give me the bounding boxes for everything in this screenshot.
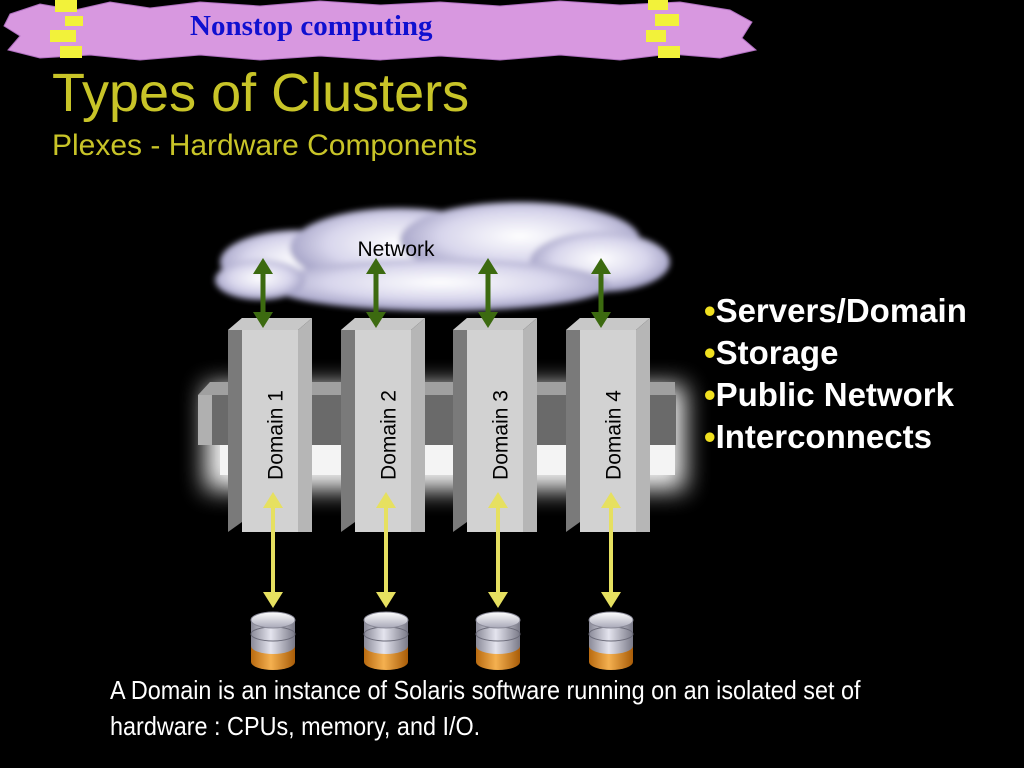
domain-tower: Domain 2: [341, 318, 425, 532]
bullet-text: Servers/Domain: [715, 292, 967, 329]
domain-label: Domain 4: [603, 390, 626, 480]
domain-tower: Domain 1: [228, 318, 312, 532]
bullet-item: •Public Network: [704, 376, 954, 413]
storage-disk-icon: [588, 611, 634, 670]
storage-link-arrow: [263, 492, 283, 608]
bullet-item: •Storage: [704, 334, 839, 371]
network-link-arrow: [478, 258, 498, 328]
bullet-text: Storage: [715, 334, 839, 371]
network-label: Network: [357, 238, 435, 261]
domain-label: Domain 2: [378, 390, 401, 480]
bullet-text: Public Network: [715, 376, 954, 413]
storage-link-arrow: [601, 492, 621, 608]
network-link-arrow: [366, 258, 386, 328]
domain-tower: Domain 3: [453, 318, 537, 532]
network-cloud: [215, 202, 670, 311]
domain-label: Domain 3: [490, 390, 513, 480]
banner-scroll: [3, 0, 758, 61]
storage-link-arrow: [488, 492, 508, 608]
storage-disk-icon: [363, 611, 409, 670]
storage-disk-icon: [250, 611, 296, 670]
network-link-arrow: [253, 258, 273, 328]
storage-link-arrow: [376, 492, 396, 608]
bullet-item: •Interconnects: [704, 418, 932, 455]
domain-label: Domain 1: [265, 390, 288, 480]
domain-tower: Domain 4: [566, 318, 650, 532]
network-link-arrow: [591, 258, 611, 328]
caption-text: A Domain is an instance of Solaris softw…: [110, 675, 861, 741]
bullet-item: •Servers/Domain: [704, 292, 967, 329]
storage-disk-icon: [475, 611, 521, 670]
slide-subtitle: Plexes - Hardware Components: [52, 129, 478, 162]
banner-text: Nonstop computing: [190, 10, 433, 42]
bullet-list: •Servers/Domain •Storage •Public Network…: [704, 290, 967, 458]
bullet-text: Interconnects: [715, 418, 932, 455]
slide-title: Types of Clusters: [52, 63, 470, 123]
